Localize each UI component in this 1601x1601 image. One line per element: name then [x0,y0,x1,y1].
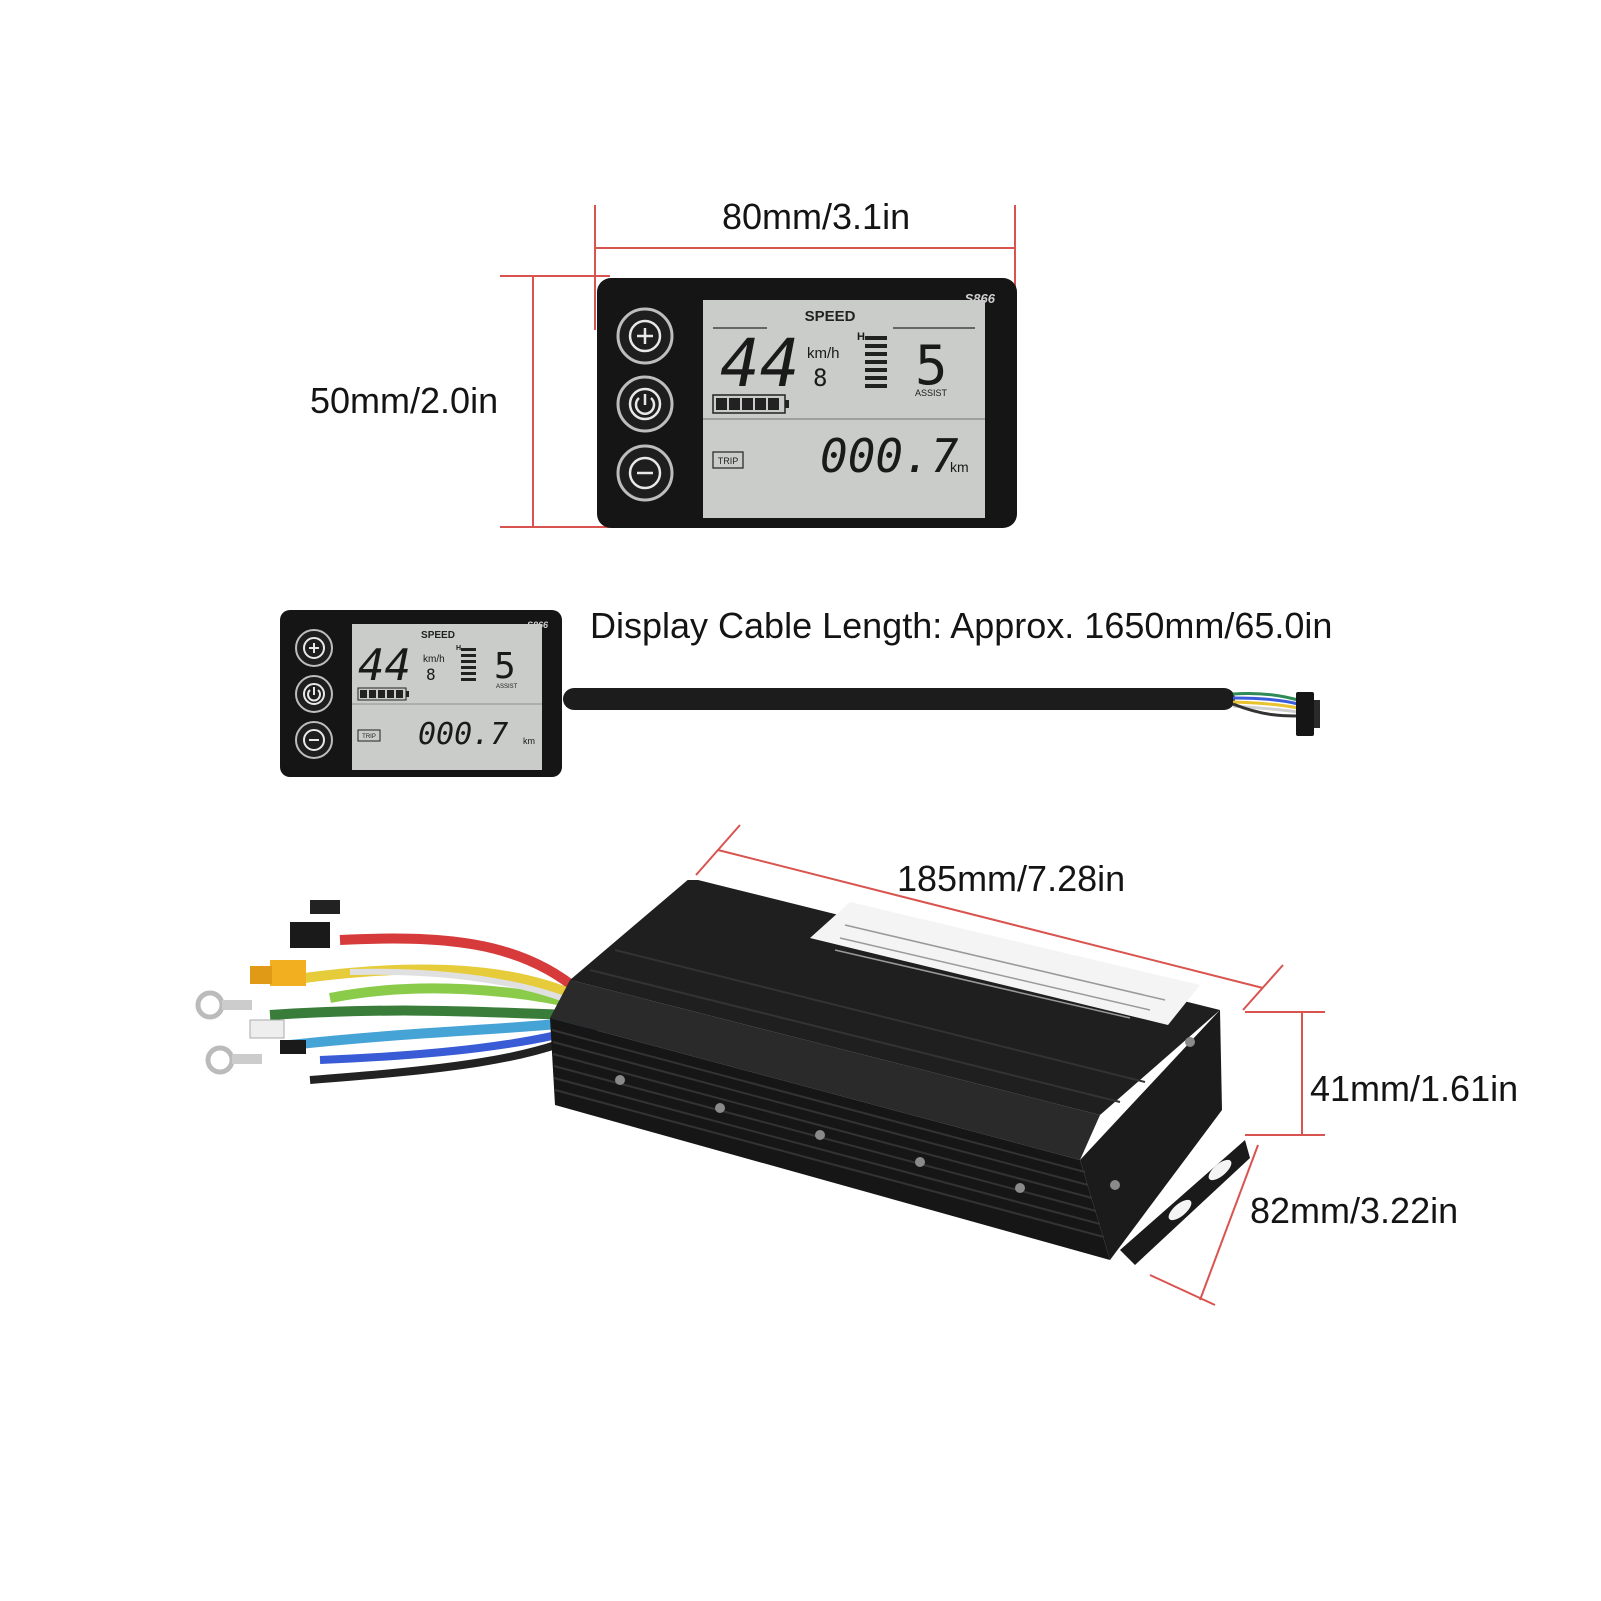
minus-button[interactable] [616,444,674,502]
spec-label-sticker [810,902,1200,1025]
plus-button[interactable] [616,307,674,365]
small-plus-button[interactable] [295,629,333,667]
small-h-marker: H [456,645,461,652]
trip-unit: km [950,459,969,475]
power-icon [628,387,662,421]
small-speed-unit: km/h [423,654,445,665]
speed-label: SPEED [805,308,856,325]
display-cable [563,688,1235,710]
small-speed-value: 44 [358,640,411,691]
power-icon [303,683,325,705]
small-trip-unit: km [523,736,535,746]
wire-harness [195,900,598,1084]
controller-height-label: 41mm/1.61in [1310,1068,1519,1109]
small-assist-level-bars [461,648,476,681]
trip-value: 000.7 [820,429,959,483]
trip-label: TRIP [718,456,739,466]
odometer-small-digit: 8 [813,364,827,392]
cable-length-label: Display Cable Length: Approx. 1650mm/65.… [590,605,1333,646]
large-display-unit: S866 SPEED 44 km/h 8 H [597,278,1017,528]
small-odometer-digit: 8 [426,665,436,684]
battery-icon [712,394,789,414]
heatsink-fins [551,949,1146,1238]
small-assist-label: ASSIST [496,684,518,690]
display-height-label: 50mm/2.0in [310,380,499,421]
assist-label: ASSIST [915,388,948,398]
controller-width-line [1199,1144,1259,1301]
controller-width-label: 82mm/3.22in [1250,1190,1459,1231]
small-speed-label: SPEED [421,630,455,641]
small-minus-button[interactable] [295,721,333,759]
controller-width-bottom-tick [1149,1274,1216,1306]
plus-circle-icon [303,637,325,659]
assist-level-bars [865,336,887,388]
small-assist-value: 5 [494,646,516,687]
controller-top-face [570,880,1220,1115]
display-width-label: 80mm/3.1in [722,196,911,237]
small-trip-value: 000.7 [418,717,508,752]
small-trip-label: TRIP [362,734,376,740]
controller-length-line [717,849,1264,989]
plus-circle-icon [628,319,662,353]
small-battery-icon [357,687,409,701]
h-marker: H [857,331,865,343]
power-button[interactable] [616,375,674,433]
display-with-cable: S866 SPEED 44 km/h 8 H 5 [280,610,1320,777]
speed-value: 44 [720,325,799,402]
speed-unit: km/h [807,345,840,362]
small-power-button[interactable] [295,675,333,713]
minus-circle-icon [303,729,325,751]
assist-level-value: 5 [915,334,948,397]
minus-circle-icon [628,456,662,490]
controller-length-label: 185mm/7.28in [897,858,1126,899]
motor-controller [195,880,1250,1265]
housing-screws [615,1037,1195,1193]
cable-connector [1296,692,1314,736]
cable-wires [1232,691,1299,718]
controller-end-face [1080,1010,1222,1260]
